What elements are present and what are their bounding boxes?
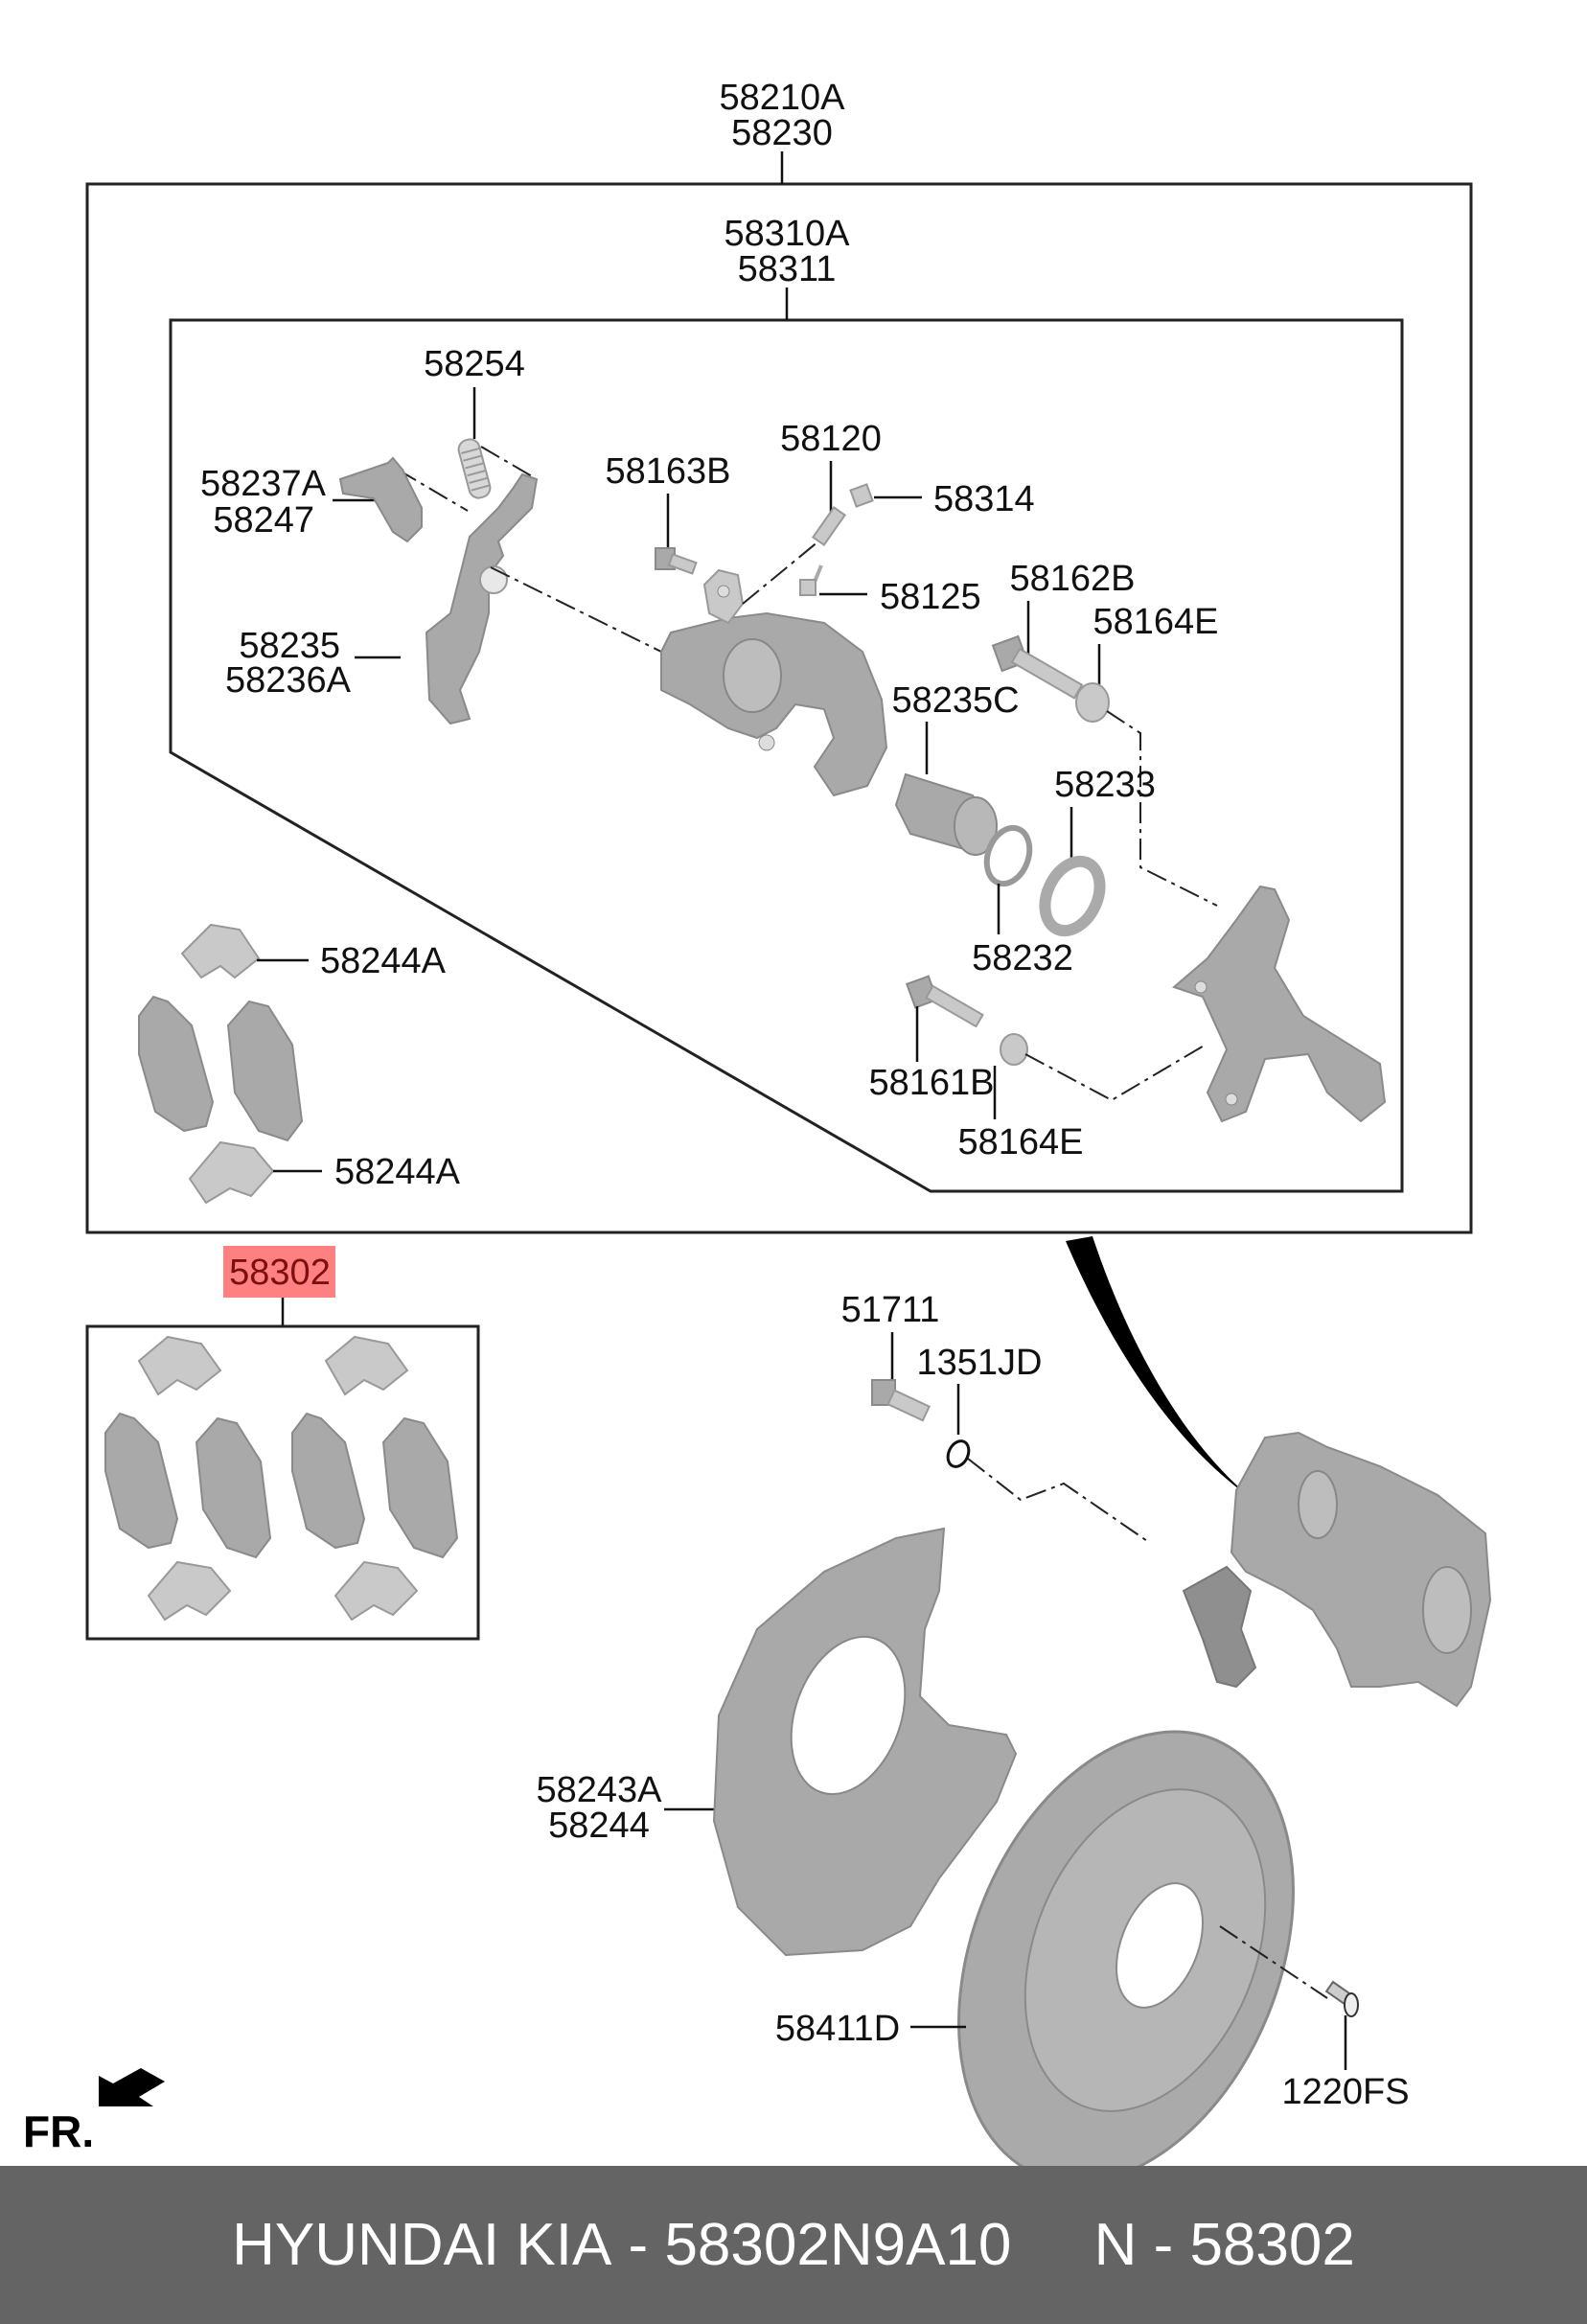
highlighted-part-label[interactable]: 58302 [223,1246,335,1298]
label-clip-upper[interactable]: 58244A [320,941,447,981]
front-direction-arrow-icon [99,2068,165,2106]
bleeder-screw-part [799,564,823,596]
caliper-carrier-part [1172,885,1387,1123]
ring-part [983,824,1033,887]
bleeder-cap-part [849,483,874,508]
lever-dash-line [397,469,469,512]
label-caliper-assembly-1[interactable]: 58210A [719,78,845,118]
brake-pads-inner-part [138,995,304,1142]
bracket-dash-line [490,566,662,653]
footer-separator: - [611,2212,665,2278]
footer-bar: HYUNDAI KIA - 58302N9A10 N - 58302 [0,2166,1587,2324]
boot-lower-dash-line [1024,1044,1207,1102]
label-brake-disc[interactable]: 58411D [775,2009,900,2049]
caliper-body-part [660,568,888,797]
label-ring[interactable]: 58232 [972,938,1073,978]
installed-caliper-part [1182,1431,1492,1708]
brake-pad-kit-parts [104,1335,459,1622]
label-caliper-subassembly-1[interactable]: 58310A [724,214,850,254]
screw-dash-line [1219,1925,1328,1999]
footer-brand: HYUNDAI KIA [232,2212,612,2278]
assembly-pointer-arrow [1066,1236,1260,1505]
label-bolt-58163b[interactable]: 58163B [605,451,730,492]
label-washer[interactable]: 1351JD [917,1343,1043,1383]
highlight-background [223,1246,335,1298]
label-guide-pin-upper[interactable]: 58162B [1009,559,1135,599]
label-brake-pad-kit[interactable]: 58302 [229,1253,331,1293]
washer-part [946,1439,971,1468]
label-lever-1[interactable]: 58237A [200,464,327,504]
parts-diagram: 58210A 58230 58310A 58311 58254 58237A 5… [23,78,1492,2166]
footer-ref-number: 58302 [1189,2212,1355,2278]
label-piston[interactable]: 58235C [891,680,1019,721]
brake-pad-clip-upper-part [180,923,261,979]
bleeder-part [811,506,847,546]
label-bleeder-screw[interactable]: 58125 [880,577,981,617]
guide-pin-lower-part [905,975,984,1028]
label-bolt-51711[interactable]: 51711 [841,1290,940,1330]
label-caliper-subassembly-2[interactable]: 58311 [738,249,837,289]
footer-separator-2: - [1137,2212,1190,2278]
label-bleeder-cap[interactable]: 58314 [933,479,1035,519]
boot-upper-dash-line [1106,710,1218,907]
label-piston-seal[interactable]: 58233 [1054,765,1156,805]
guide-pin-upper-part [991,634,1084,700]
label-disc-screw[interactable]: 1220FS [1281,2072,1409,2112]
label-lever-2[interactable]: 58247 [213,500,314,541]
footer-ref-prefix: N [1093,2212,1138,2278]
boot-lower-part [1000,1033,1028,1066]
caliper-assembly-box [85,182,1473,1234]
brake-pad-kit-box [85,1324,480,1641]
label-caliper-assembly-2[interactable]: 58230 [731,113,833,153]
label-bracket-1[interactable]: 58235 [239,626,340,666]
boot-upper-part [1075,682,1110,723]
footer-gap [1011,2211,1093,2279]
footer-part-number: 58302N9A10 [664,2212,1012,2278]
label-boot-upper[interactable]: 58164E [1092,602,1218,642]
bracket-hole [479,565,508,594]
spring-dash-line [480,446,533,477]
lever-part [338,456,423,543]
label-spring[interactable]: 58254 [424,344,525,384]
bracket-part [425,472,539,725]
caliper-subassembly-box [169,318,1404,1193]
spring-part [457,438,492,499]
dust-shield-part [712,1527,1018,1957]
label-dust-shield-2[interactable]: 58244 [548,1806,650,1846]
bleeder-dash-line [742,536,825,605]
label-boot-lower[interactable]: 58164E [957,1122,1083,1162]
label-bracket-2[interactable]: 58236A [225,660,352,701]
label-bleeder[interactable]: 58120 [780,419,882,459]
bolt-51711-part [871,1379,931,1422]
disc-screw-part [1324,1980,1359,2017]
label-clip-lower[interactable]: 58244A [334,1152,461,1192]
bolt-58163b-part [655,547,698,575]
label-guide-pin-lower[interactable]: 58161B [868,1063,994,1103]
brake-pad-clip-lower-part [188,1140,275,1205]
brake-disc-part [957,1730,1295,2166]
washer-dash-line [967,1458,1151,1544]
piston-seal-part [1039,855,1106,937]
front-orientation-label: FR. [23,2106,94,2156]
piston-part [894,772,998,856]
label-dust-shield-1[interactable]: 58243A [536,1770,662,1810]
